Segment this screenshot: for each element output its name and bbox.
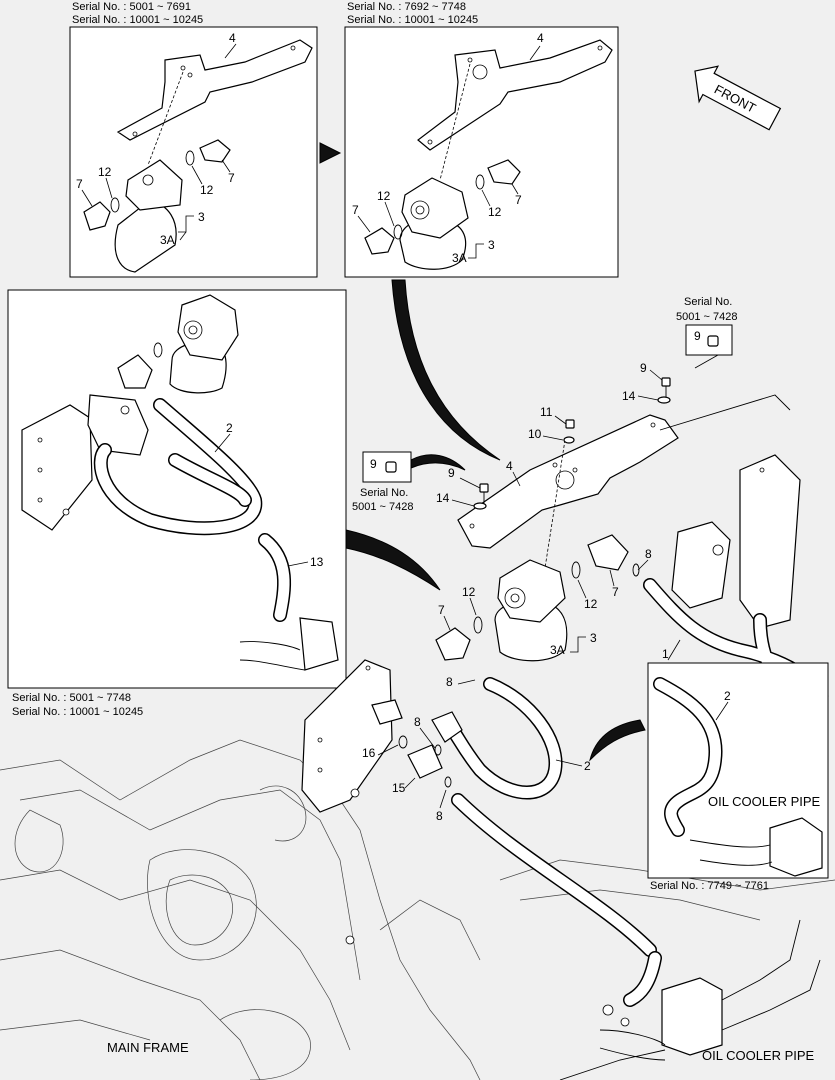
- fitting-7a-main: [435, 627, 471, 661]
- serial-left-1: Serial No. : 5001 ~ 7748: [12, 692, 131, 704]
- callout-4: 4: [506, 459, 513, 473]
- callout-16: 16: [362, 746, 376, 760]
- fitting-7a-tl: [83, 201, 111, 231]
- callout-7: 7: [612, 585, 619, 599]
- callout-12: 12: [98, 165, 112, 179]
- callout-3a: 3A: [452, 251, 467, 265]
- inset-top-middle: Serial No. : 7692 ~ 7748 Serial No. : 10…: [344, 1, 619, 278]
- main-frame-label: MAIN FRAME: [107, 1040, 189, 1055]
- fitting-7a-tm: [364, 227, 395, 255]
- callout-2: 2: [724, 689, 731, 703]
- hose-2-main: [443, 677, 563, 800]
- valve-block-right: [671, 521, 731, 609]
- filter-head-tl: [125, 159, 183, 211]
- serial-bolt-right-1: Serial No.: [684, 296, 732, 308]
- callout-14: 14: [622, 389, 636, 403]
- callout-3: 3: [590, 631, 597, 645]
- callout-7: 7: [228, 171, 235, 185]
- callout-7: 7: [515, 193, 522, 207]
- callout-12: 12: [377, 189, 391, 203]
- callout-1: 1: [662, 647, 669, 661]
- serial-tm-2: Serial No. : 10001 ~ 10245: [347, 14, 478, 26]
- callout-8: 8: [436, 809, 443, 823]
- serial-bolt-left-1: Serial No.: [360, 487, 408, 499]
- callout-12: 12: [584, 597, 598, 611]
- main-assembly: Serial No. 5001 ~ 7428 9 9 Serial No. 50…: [301, 296, 829, 1080]
- callout-2: 2: [226, 421, 233, 435]
- fitting-left-a: [117, 354, 153, 389]
- serial-bolt-right-2: 5001 ~ 7428: [676, 311, 737, 323]
- callout-14: 14: [436, 491, 450, 505]
- cooler-end-left: [299, 617, 339, 671]
- callout-2: 2: [584, 759, 591, 773]
- callout-4: 4: [537, 31, 544, 45]
- callout-9: 9: [694, 329, 701, 343]
- callout-12: 12: [462, 585, 476, 599]
- fitting-7b-tm: [487, 159, 521, 185]
- tee-15: [407, 744, 443, 779]
- valve-block-left: [87, 394, 149, 456]
- callout-11: 11: [540, 405, 553, 419]
- callout-9: 9: [370, 457, 377, 471]
- callout-4: 4: [229, 31, 236, 45]
- pointer-curve-top: [391, 279, 501, 461]
- callout-7: 7: [76, 177, 83, 191]
- callout-10: 10: [528, 427, 542, 441]
- bracket-right: [739, 454, 801, 629]
- callout-8: 8: [414, 715, 421, 729]
- cooler-end-right: [769, 817, 823, 877]
- callout-7: 7: [352, 203, 359, 217]
- inset-top-left: Serial No. : 5001 ~ 7691 Serial No. : 10…: [69, 1, 318, 278]
- oil-cooler-pipe-label: OIL COOLER PIPE: [702, 1048, 815, 1063]
- oil-cooler-flange: [661, 977, 723, 1056]
- filter-head-left: [177, 294, 239, 361]
- bracket-lower: [301, 659, 393, 813]
- serial-right: Serial No. : 7749 ~ 7761: [650, 880, 769, 892]
- arrow-right-marker: [319, 142, 342, 164]
- front-arrow: FRONT: [694, 65, 782, 131]
- inset-right: 2 OIL COOLER PIPE: [647, 662, 829, 879]
- fitting-7b-main: [587, 534, 629, 571]
- callout-12: 12: [200, 183, 214, 197]
- callout-3: 3: [488, 238, 495, 252]
- pointer-curve-right: [589, 719, 646, 762]
- callout-9: 9: [448, 466, 455, 480]
- callout-8: 8: [645, 547, 652, 561]
- callout-8: 8: [446, 675, 453, 689]
- pointer-curve-left: [345, 529, 441, 591]
- serial-tm-1: Serial No. : 7692 ~ 7748: [347, 1, 466, 13]
- callout-3a: 3A: [550, 643, 565, 657]
- serial-bolt-left-2: 5001 ~ 7428: [352, 501, 413, 513]
- main-frame-drawing: [0, 739, 835, 1080]
- callout-7: 7: [438, 603, 445, 617]
- bracket-tm: [417, 39, 613, 151]
- inset-left: 2 13: [7, 289, 347, 689]
- oil-cooler-pipe-inset-label: OIL COOLER PIPE: [708, 794, 821, 809]
- callout-9: 9: [640, 361, 647, 375]
- filter-head-tm: [401, 177, 469, 239]
- serial-left-2: Serial No. : 10001 ~ 10245: [12, 706, 143, 718]
- serial-tl-1: Serial No. : 5001 ~ 7691: [72, 1, 191, 13]
- callout-3a: 3A: [160, 233, 175, 247]
- callout-13: 13: [310, 555, 324, 569]
- callout-3: 3: [198, 210, 205, 224]
- fitting-7b-tl: [199, 139, 231, 163]
- callout-15: 15: [392, 781, 406, 795]
- callout-12: 12: [488, 205, 502, 219]
- serial-tl-2: Serial No. : 10001 ~ 10245: [72, 14, 203, 26]
